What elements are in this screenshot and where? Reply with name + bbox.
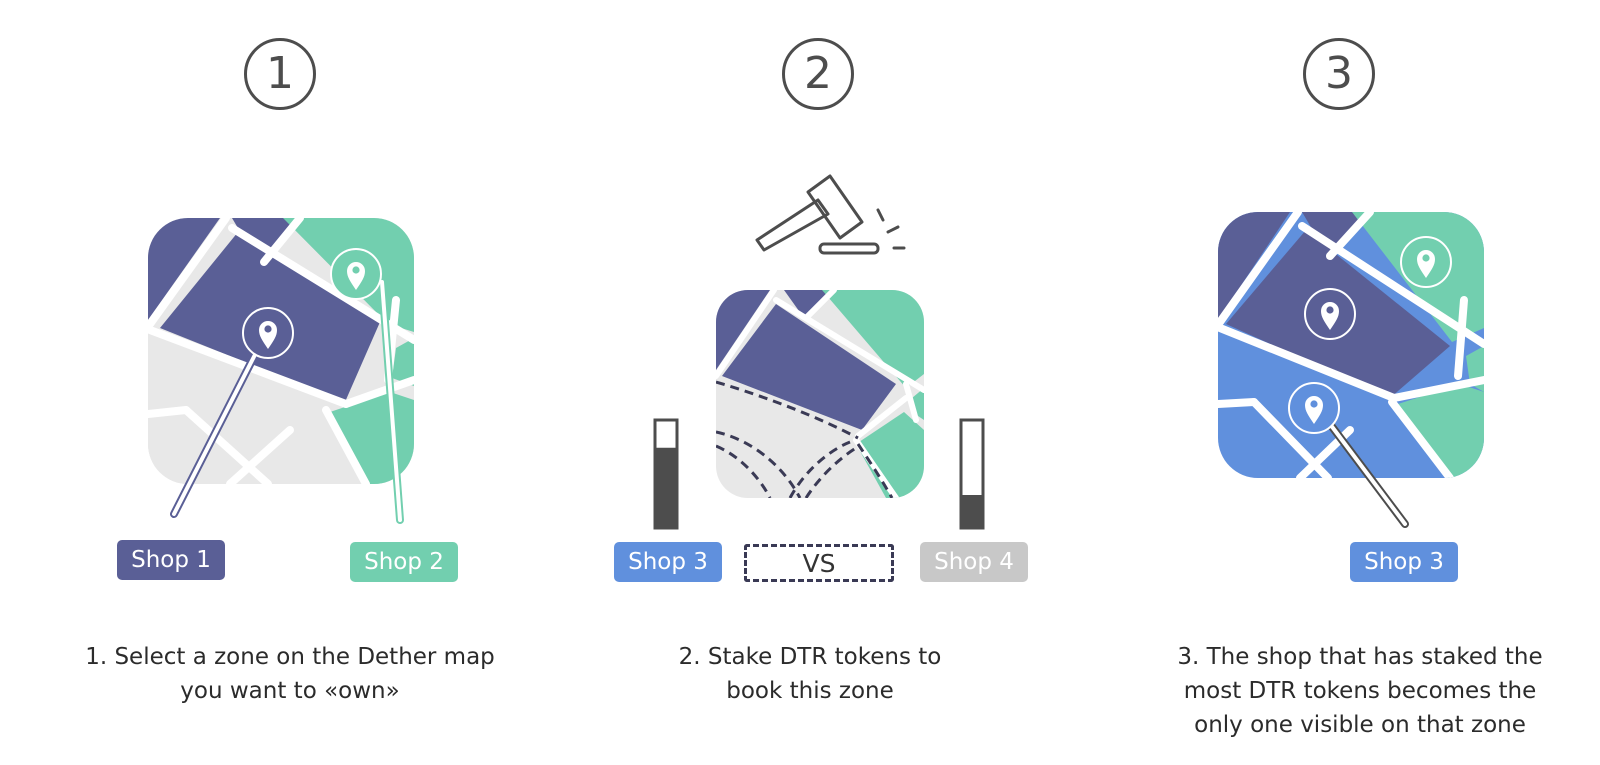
shop-2-pin <box>330 248 404 524</box>
zone-map-3 <box>1218 212 1484 528</box>
step-3-caption: 3. The shop that has staked the most DTR… <box>1160 640 1560 742</box>
shop-1-tag: Shop 1 <box>117 540 225 580</box>
step-2-caption-line: 2. Stake DTR tokens to <box>678 644 942 670</box>
shop-3-tag: Shop 3 <box>614 542 722 582</box>
zone-map-1 <box>148 218 414 524</box>
map-pin-icon <box>259 321 277 349</box>
pin-green-zone <box>1400 236 1452 288</box>
step-1-caption-line: you want to «own» <box>180 678 400 704</box>
versus-box: VS <box>744 544 894 582</box>
step-2-caption: 2. Stake DTR tokens to book this zone <box>640 640 980 708</box>
step-1-caption: 1. Select a zone on the Dether map you w… <box>70 640 510 708</box>
step-1-caption-line: 1. Select a zone on the Dether map <box>85 644 495 670</box>
map-pin-icon <box>347 262 365 290</box>
shop-3-winner-tag: Shop 3 <box>1350 542 1458 582</box>
step-3-caption-line: most DTR tokens becomes the <box>1183 678 1537 704</box>
step-2-number: 2 <box>782 38 854 110</box>
gavel-icon <box>755 174 906 255</box>
shop-2-tag: Shop 2 <box>350 542 458 582</box>
step-1-number: 1 <box>244 38 316 110</box>
step-2-caption-line: book this zone <box>726 678 894 704</box>
step-3-number: 3 <box>1303 38 1375 110</box>
zone-map-2 <box>716 290 924 498</box>
shop-3-stake-bar <box>653 418 679 530</box>
shop-4-stake-bar <box>959 418 985 530</box>
map-pin-icon <box>1417 250 1435 278</box>
step-3-caption-line: 3. The shop that has staked the <box>1177 644 1543 670</box>
step-3-caption-line: only one visible on that zone <box>1194 712 1526 738</box>
pin-purple-zone <box>1304 288 1356 340</box>
shop-3-pin <box>1288 382 1409 528</box>
shop-1-pin <box>170 307 294 518</box>
shop-4-tag: Shop 4 <box>920 542 1028 582</box>
map-pin-icon <box>1305 396 1323 424</box>
map-pin-icon <box>1321 302 1339 330</box>
